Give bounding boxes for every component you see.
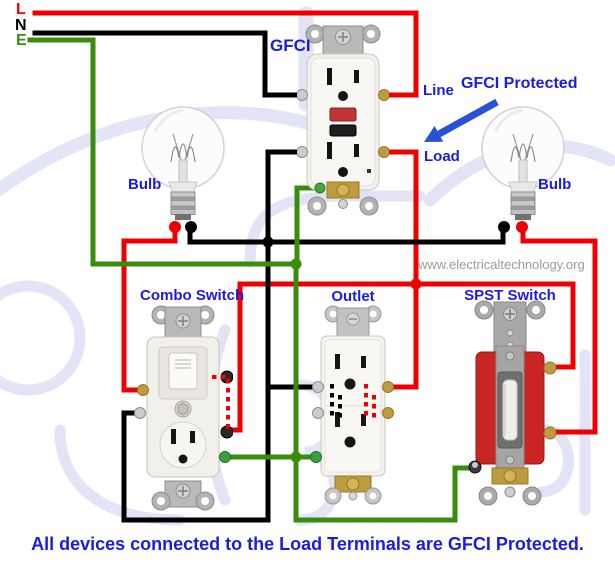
earth-supply-label: E xyxy=(16,32,27,49)
left-bulb-label: Bulb xyxy=(128,176,162,193)
load-terminal-label: Load xyxy=(424,148,460,165)
wire-neutral-supply-to-gfci-line xyxy=(32,30,304,98)
arrow-head xyxy=(424,125,444,142)
caption-text: All devices connected to the Load Termin… xyxy=(31,534,584,554)
tab-strap-markers xyxy=(212,375,376,431)
earth-junction-dot-lower xyxy=(290,451,302,463)
outlet-neutral-tab-dashed xyxy=(330,384,342,418)
wire-earth-main-run xyxy=(293,261,477,523)
outlet-top-bracket xyxy=(324,305,382,337)
outlet-lower-receptacle xyxy=(335,412,366,448)
wire-right-bulb-to-spst xyxy=(520,225,598,435)
wire-left-bulb-to-combo xyxy=(121,225,178,393)
spst-switch-device xyxy=(468,300,557,506)
combo-switch-device xyxy=(134,305,233,511)
spst-switch-label: SPST Switch xyxy=(464,287,556,304)
neutral-junction-dot xyxy=(262,236,274,248)
junction-dots xyxy=(262,236,422,463)
left-bulb-live-contact xyxy=(169,221,181,233)
combo-internal-strap-dashed xyxy=(212,375,230,431)
combo-switch-label: Combo Switch xyxy=(140,287,245,304)
neutral-wires xyxy=(32,30,506,523)
bulb-screw-base xyxy=(170,191,196,220)
left-bulb-neutral-contact xyxy=(185,221,197,233)
gfci-top-bracket xyxy=(305,24,381,55)
left-bulb-device xyxy=(141,106,225,220)
gfci-outlet-device xyxy=(297,24,389,216)
neutral-supply-label: N xyxy=(15,17,27,34)
live-wires xyxy=(32,10,598,435)
combo-bottom-bracket xyxy=(151,480,215,511)
spst-toggle xyxy=(502,379,518,441)
wire-load-to-outlet-hot xyxy=(387,281,419,390)
combo-top-bracket xyxy=(151,305,215,338)
wire-load-bus-combo-to-spst xyxy=(225,281,576,433)
wire-gfci-load-neutral-run xyxy=(121,149,304,523)
gfci-top-receptacle xyxy=(327,68,359,101)
combo-terminal-screws xyxy=(134,370,233,463)
spst-terminal-screws xyxy=(468,361,557,474)
live-junction-dot xyxy=(410,278,422,290)
outlet-upper-receptacle xyxy=(335,354,366,390)
live-supply-label: L xyxy=(16,1,26,18)
gfci-protected-arrow xyxy=(424,98,499,142)
site-watermark: www.electricaltechnology.org xyxy=(418,257,585,272)
gfci-terminal-screws xyxy=(297,89,389,194)
gfci-test-button xyxy=(329,124,357,137)
gfci-bottom-receptacle xyxy=(327,142,371,177)
outlet-device xyxy=(310,305,394,505)
spst-bottom-bracket xyxy=(478,467,542,506)
gfci-reset-button xyxy=(329,107,357,122)
combo-receptacle xyxy=(159,421,207,469)
gfci-protected-label: GFCI Protected xyxy=(461,75,578,92)
outlet-live-tab-dashed xyxy=(364,384,376,418)
right-bulb-device xyxy=(481,106,565,220)
wire-bulb-neutral-bus xyxy=(187,225,506,245)
bulb-contact-dots xyxy=(169,221,528,233)
gfci-label: GFCI xyxy=(270,36,311,55)
bulb-screw-base xyxy=(510,191,536,220)
right-bulb-neutral-contact xyxy=(498,221,510,233)
gfci-bottom-bracket xyxy=(307,181,379,216)
right-bulb-label: Bulb xyxy=(538,176,572,193)
wire-live-supply-to-gfci-line xyxy=(32,10,419,98)
outlet-terminal-screws xyxy=(310,381,394,463)
earth-junction-dot-upper xyxy=(290,258,302,270)
combo-toggle-switch xyxy=(158,346,208,400)
line-terminal-label: Line xyxy=(423,82,454,99)
wire-earth-supply-run xyxy=(27,37,297,267)
outlet-bottom-bracket xyxy=(324,475,382,505)
right-bulb-live-contact xyxy=(516,221,528,233)
outlet-label: Outlet xyxy=(331,288,375,305)
